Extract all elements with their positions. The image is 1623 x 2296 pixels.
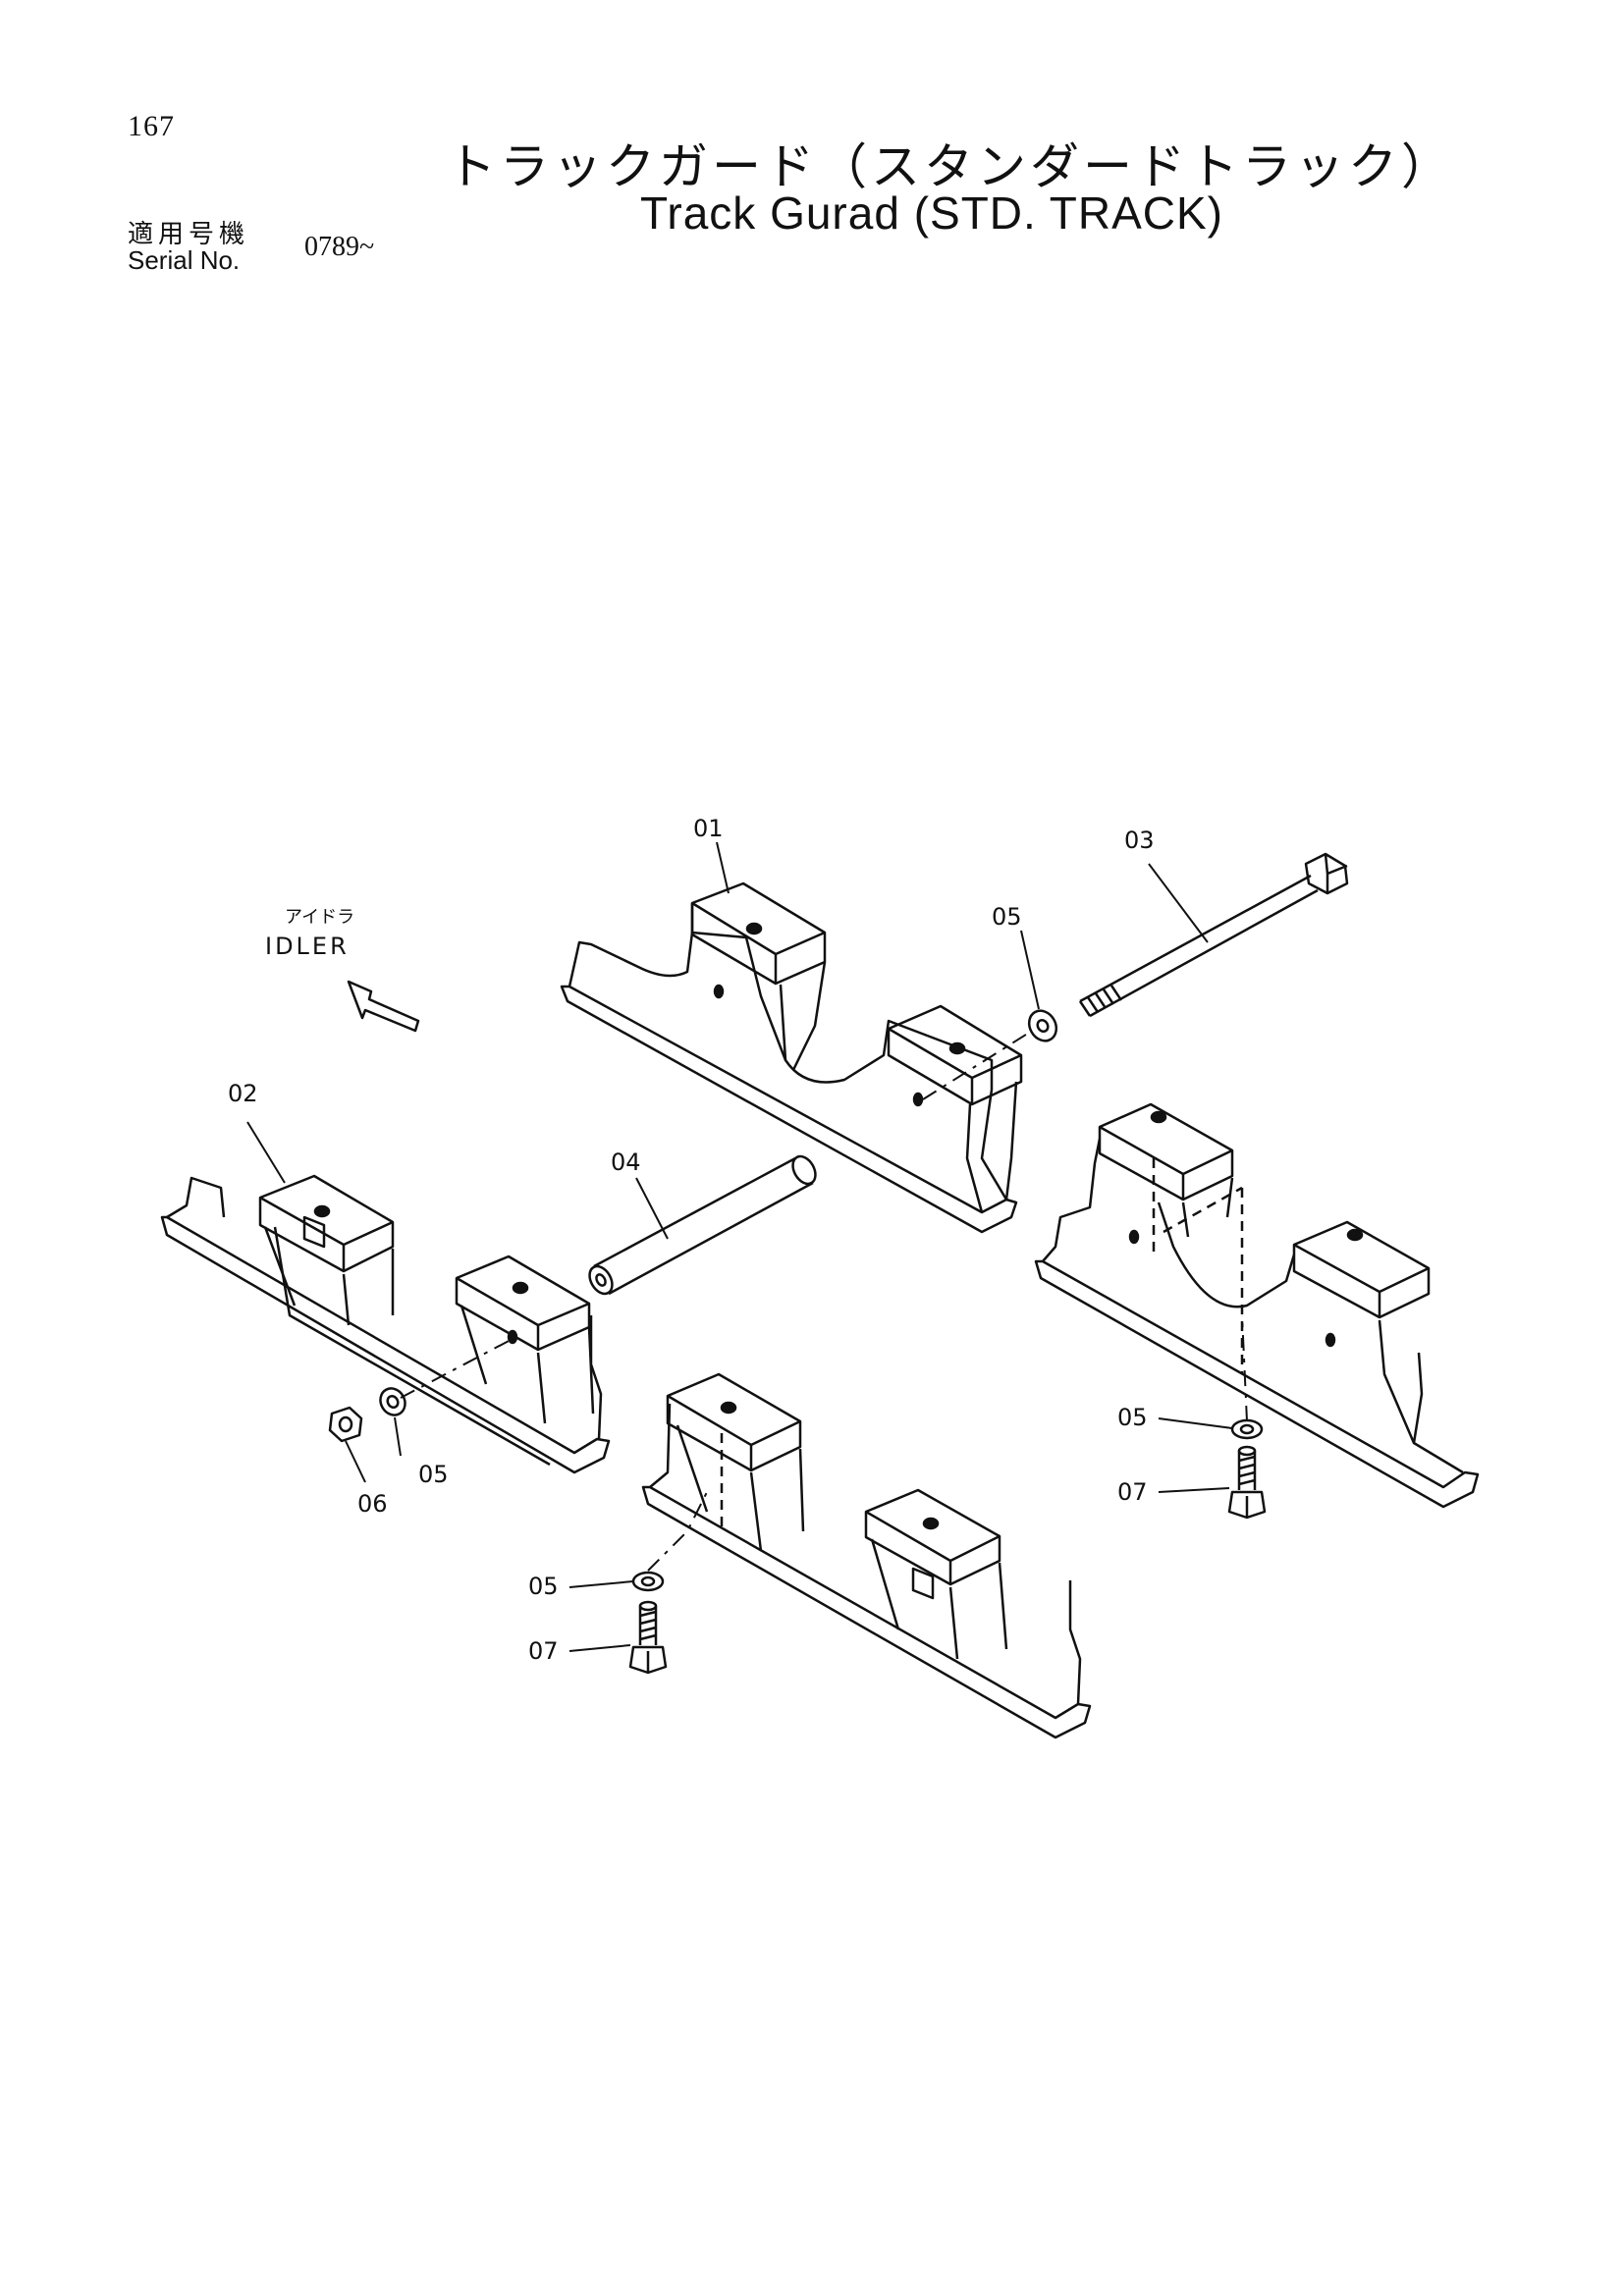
callout-label: 05 xyxy=(1117,1404,1148,1431)
callout-label: 07 xyxy=(528,1637,559,1665)
washer-05-lower xyxy=(631,1571,665,1592)
washer-05-left xyxy=(379,1387,406,1416)
callout-label: 02 xyxy=(228,1080,258,1107)
callout-label: 07 xyxy=(1117,1478,1148,1506)
track-guard-right xyxy=(1034,1102,1480,1509)
callout-labels: 01 02 03 04 05 05 05 05 06 07 07 xyxy=(228,815,1155,1665)
pipe-04 xyxy=(588,1154,817,1296)
track-guard-lower xyxy=(641,1372,1092,1739)
nut-06 xyxy=(328,1406,363,1443)
serial-number-value: 0789~ xyxy=(304,232,375,262)
bolt-07-lower xyxy=(628,1600,668,1675)
callout-label: 05 xyxy=(528,1573,559,1600)
page-title-en: Track Gurad (STD. TRACK) xyxy=(640,187,1223,239)
idler-label-jp: アイドラ xyxy=(285,907,354,928)
page-title-jp: トラックガード（スタンダードトラック） xyxy=(447,138,1454,195)
callout-label: 05 xyxy=(418,1461,449,1488)
bolt-03 xyxy=(1078,852,1349,1018)
leader-lines xyxy=(246,841,1233,1652)
bolt-07-right xyxy=(1227,1445,1267,1520)
callout-label: 03 xyxy=(1124,827,1155,854)
callout-label: 01 xyxy=(693,815,724,842)
assembly-centerlines xyxy=(400,1032,1248,1572)
callout-label: 05 xyxy=(992,903,1022,931)
serial-label-en: Serial No. xyxy=(128,245,241,275)
idler-direction-marker: アイドラ IDLER xyxy=(265,907,420,1033)
washer-05-upper xyxy=(1027,1009,1058,1042)
track-guard-02 xyxy=(160,1174,611,1474)
washer-05-right xyxy=(1230,1418,1264,1440)
track-guard-01 xyxy=(560,881,1023,1234)
page-number: 167 xyxy=(128,110,175,142)
serial-label-jp: 適用号機 xyxy=(128,220,250,249)
callout-label: 06 xyxy=(357,1490,388,1518)
idler-arrow-icon xyxy=(347,980,420,1033)
idler-label-en: IDLER xyxy=(265,933,350,960)
callout-label: 04 xyxy=(611,1148,641,1176)
